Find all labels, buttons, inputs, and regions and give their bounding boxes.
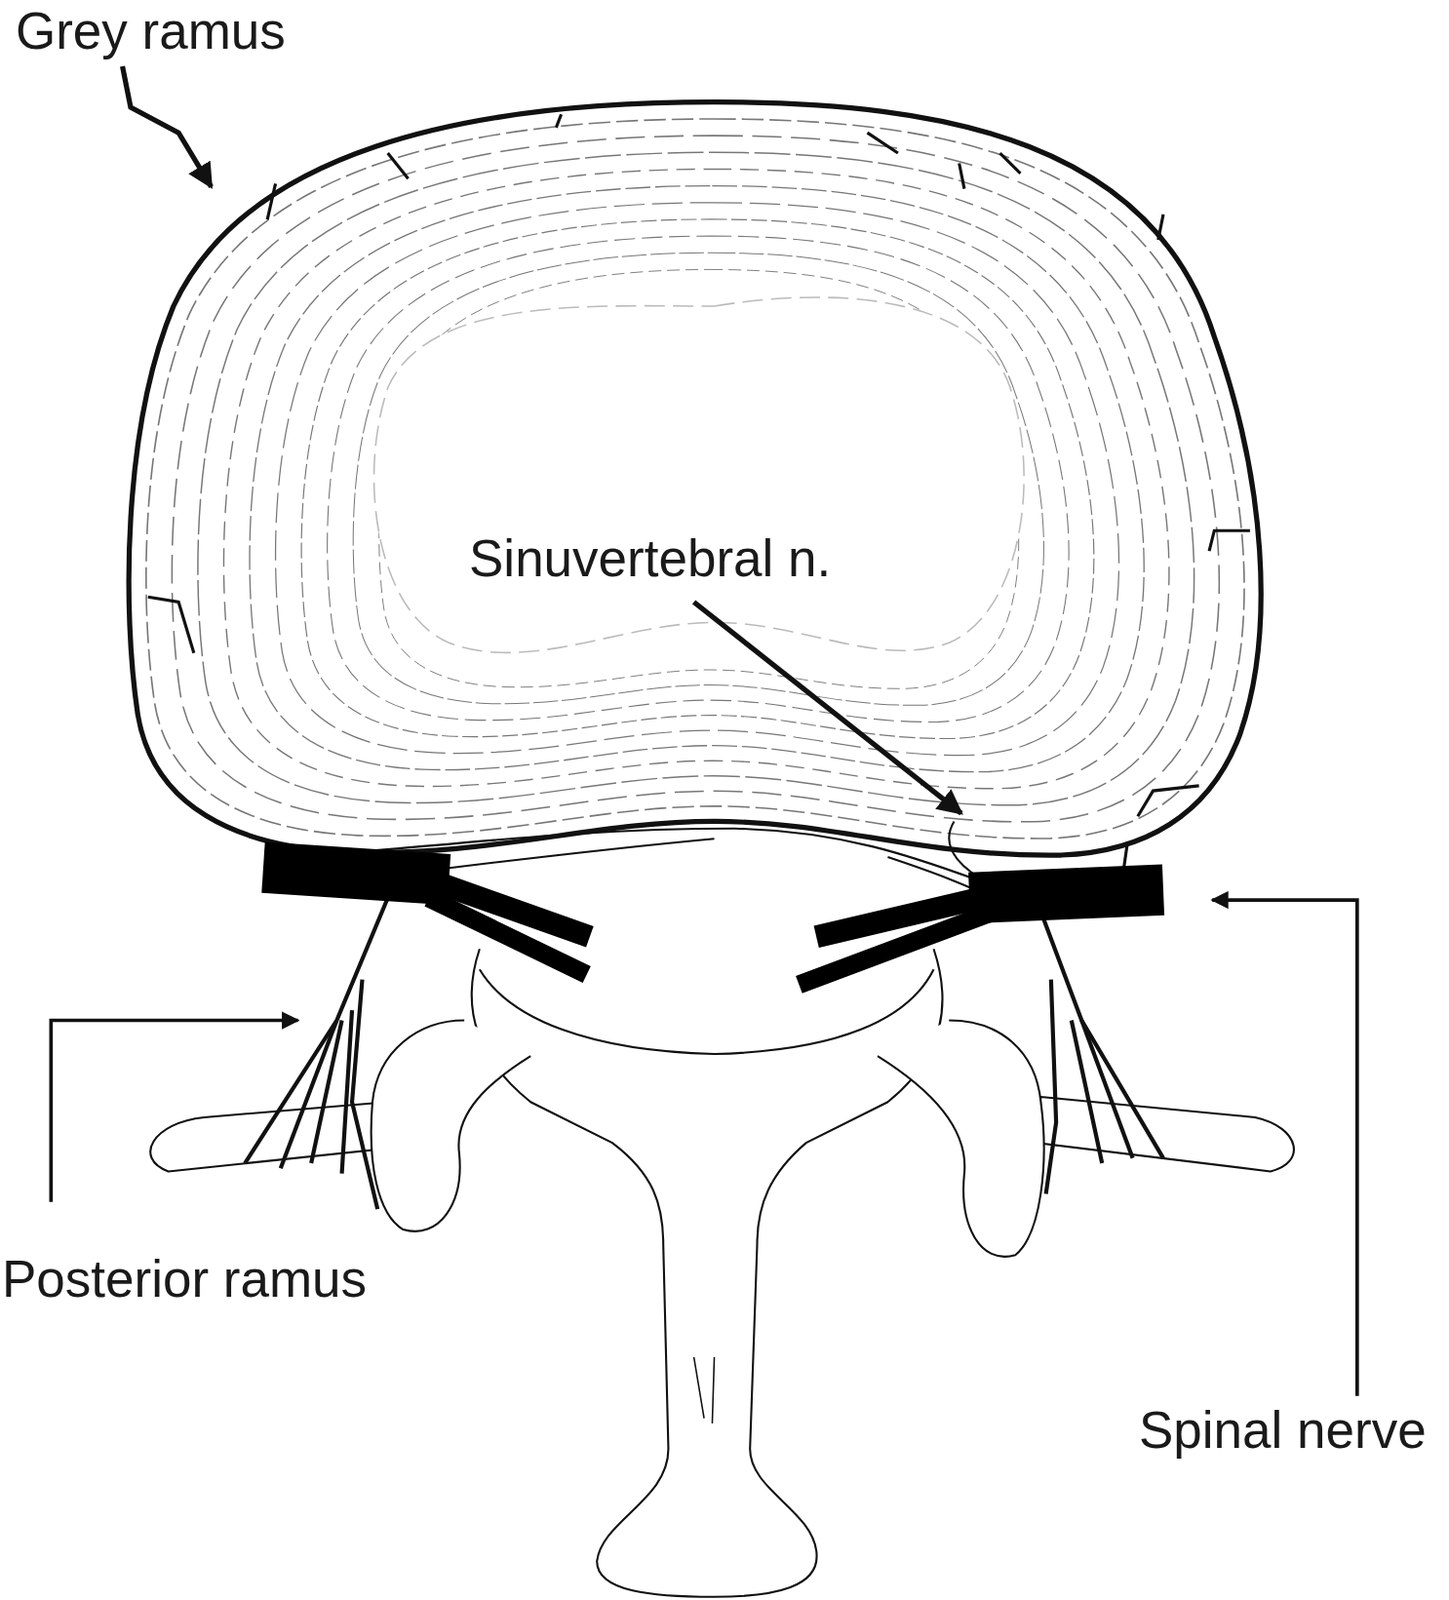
annulus-ring: [275, 202, 1120, 756]
annulus-ring: [171, 135, 1219, 823]
posterior-rami: [244, 898, 1164, 1210]
annulus-ring: [197, 152, 1195, 806]
disc-outline: [128, 102, 1261, 856]
annulus-ring: [352, 252, 1044, 705]
part-label: Spinal nerve: [1138, 1401, 1427, 1461]
part-label: Posterior ramus: [1, 1250, 367, 1310]
spinal-nerves: [263, 867, 1164, 985]
nucleus-pulposus: [374, 297, 1025, 653]
grey-ramus-twigs: [148, 114, 1251, 878]
annulus-ring: [223, 168, 1169, 788]
part-label: Sinuvertebral n.: [469, 529, 831, 589]
annulus-ring: [327, 235, 1069, 722]
annulus-fibrosus: [146, 118, 1245, 839]
leader-arrows: [50, 66, 1357, 1397]
annulus-ring: [301, 219, 1095, 740]
annulus-ring: [146, 118, 1245, 839]
part-label: Grey ramus: [15, 1, 286, 62]
annulus-ring: [249, 186, 1144, 773]
